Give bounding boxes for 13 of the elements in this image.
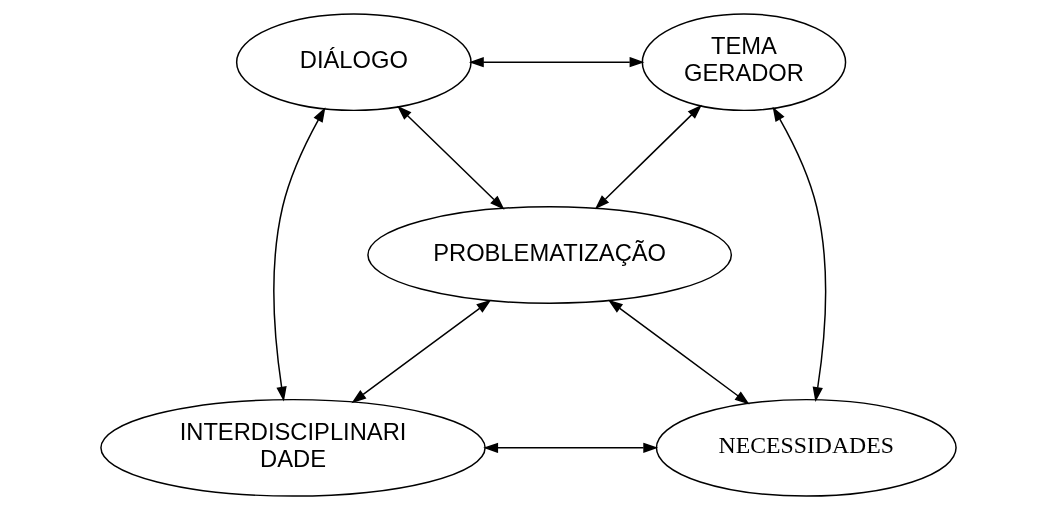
node-ellipse: PROBLEMATIZAÇÃO — [367, 206, 733, 304]
arrow — [594, 104, 702, 210]
node-ellipse: INTERDISCIPLINARI DADE — [100, 398, 486, 497]
arrow — [273, 107, 326, 402]
node-ellipse: NECESSIDADES — [655, 398, 957, 497]
arrow — [468, 56, 645, 68]
node-ellipse: DIÁLOGO — [235, 13, 472, 112]
node-ellipse: TEMA GERADOR — [641, 13, 847, 112]
arrow — [608, 299, 750, 405]
arrow — [351, 299, 492, 404]
arrow — [483, 442, 659, 454]
arrow — [772, 106, 827, 402]
arrow — [397, 105, 505, 210]
